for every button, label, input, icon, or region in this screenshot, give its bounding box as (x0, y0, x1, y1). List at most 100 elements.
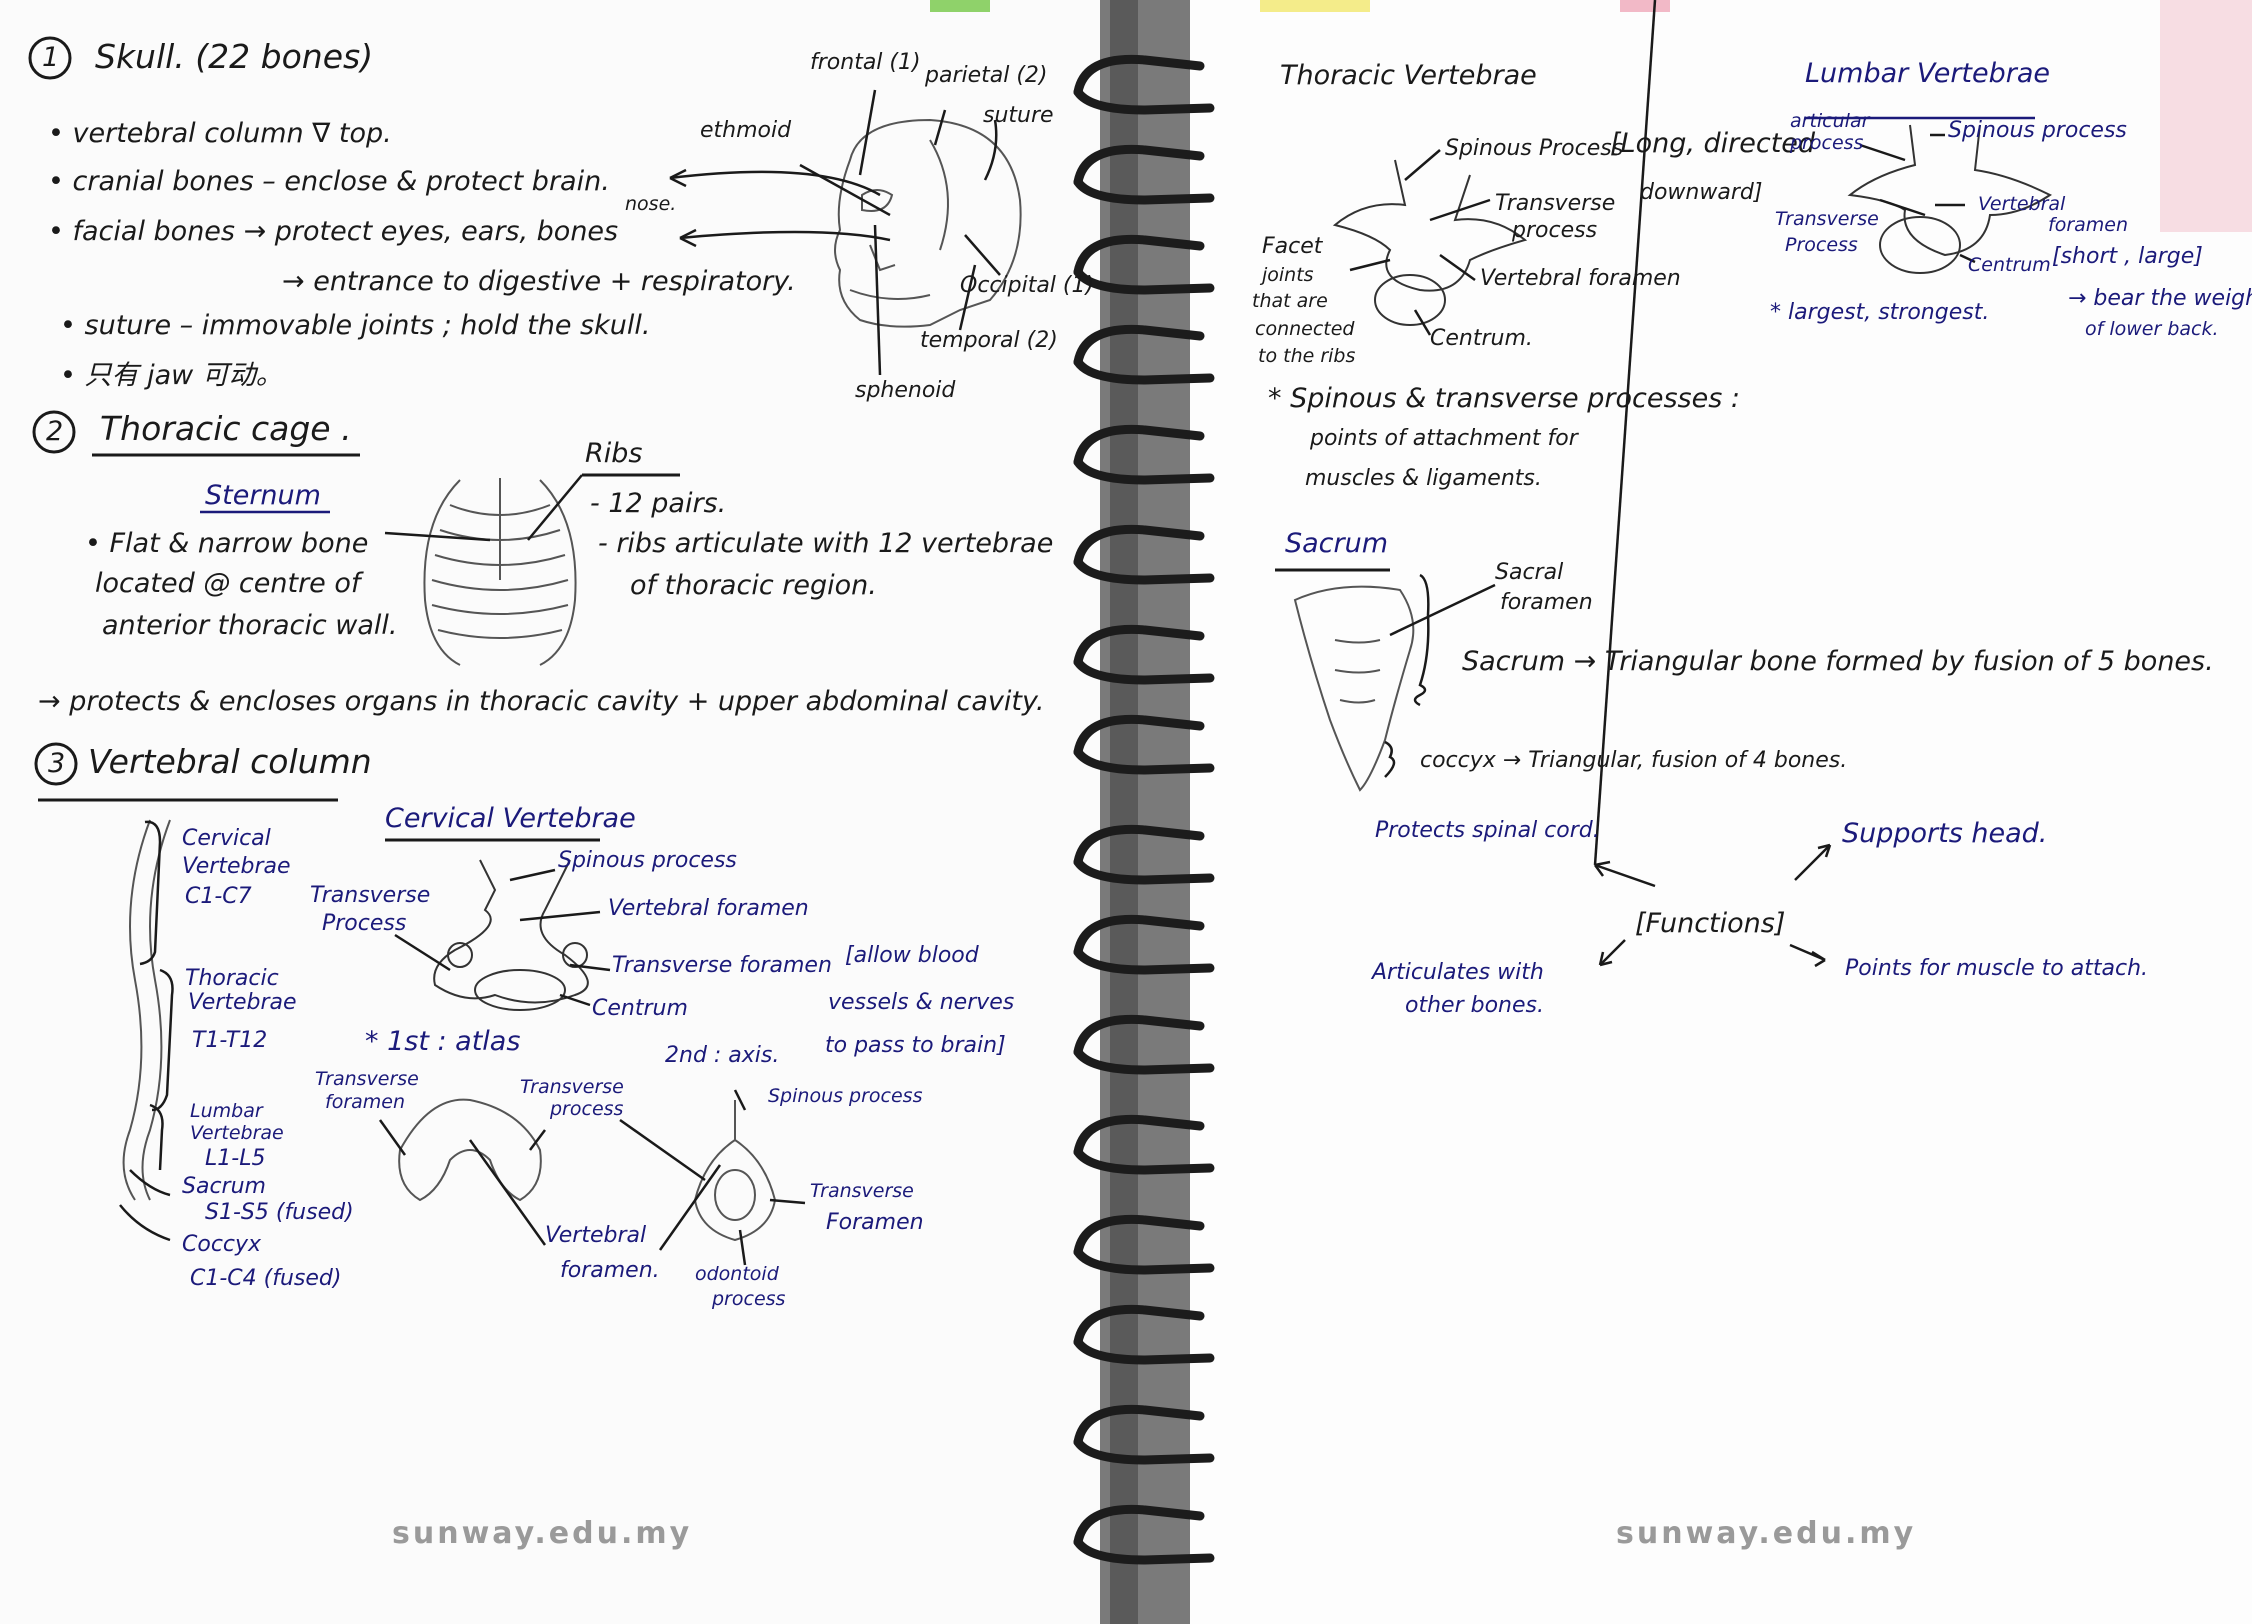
function-points: Points for muscle to attach. (1845, 956, 2149, 981)
sternum-line-3: anterior thoracic wall. (102, 610, 398, 641)
coccyx-definition: coccyx → Triangular, fusion of 4 bones. (1420, 748, 1848, 773)
sternum-line-1: • Flat & narrow bone (85, 528, 369, 559)
axis-transverse-foramen-1: Transverse (810, 1180, 914, 1202)
sternum-line-2: located @ centre of (95, 568, 361, 599)
cv-note-2: vessels & nerves (828, 990, 1015, 1015)
tv-spinous-note: [Long, directed (1610, 128, 1816, 159)
ribs-heading: Ribs (585, 438, 643, 469)
function-supports: Supports head. (1842, 818, 2048, 849)
tv-spinous-process: Spinous Process (1445, 136, 1624, 161)
label-sacrum-2: S1-S5 (fused) (205, 1200, 354, 1225)
ribs-line-1: - 12 pairs. (590, 488, 727, 519)
label-ethmoid: ethmoid (700, 118, 792, 143)
pink-sticky-note (2160, 0, 2252, 232)
left-page-watermark: sunway.edu.my (392, 1516, 693, 1551)
atlas-heading: * 1st : atlas (365, 1026, 521, 1057)
skull-bullet-4: • suture – immovable joints ; hold the s… (60, 310, 651, 341)
skull-bullet-3-continued: → entrance to digestive + respiratory. (282, 266, 796, 297)
section-1-circle (28, 36, 72, 80)
function-protects: Protects spinal cord. (1375, 818, 1600, 843)
left-notebook-page (0, 0, 1110, 1624)
skull-bullet-3-insert: nose. (625, 193, 677, 215)
cv-spinous-process: Spinous process (558, 848, 737, 873)
lv-vertebral-2: foramen (2048, 214, 2129, 236)
tv-vertebral-foramen: Vertebral foramen (1480, 266, 1681, 291)
axis-sketch (693, 1100, 777, 1242)
atlas-transverse-process-1: Transverse (520, 1076, 624, 1098)
lv-largest-note: * largest, strongest. (1770, 300, 1990, 325)
label-coccyx: Coccyx (182, 1232, 262, 1257)
cv-vertebral-foramen: Vertebral foramen (608, 896, 809, 921)
label-thoracic-3: T1-T12 (192, 1028, 268, 1053)
axis-spinous-process: Spinous process (768, 1085, 923, 1107)
atlas-vertebral-foramen-1: Vertebral (545, 1223, 647, 1248)
function-articulates-2: other bones. (1405, 993, 1544, 1018)
tv-transverse-1: Transverse (1495, 191, 1616, 216)
rib-cage-sketch (423, 478, 577, 666)
label-temporal: temporal (2) (920, 328, 1058, 353)
section-3-number: 3 (48, 748, 66, 779)
ribs-line-2: - ribs articulate with 12 vertebrae (598, 528, 1054, 559)
yellow-page-tab (1260, 0, 1370, 12)
vertebral-column-title: Vertebral column (88, 742, 372, 781)
lv-transverse-1: Transverse (1775, 208, 1879, 230)
label-cervical: Cervical (182, 826, 271, 851)
ribs-line-3: of thoracic region. (630, 570, 877, 601)
thoracic-vertebra-sketch (1332, 159, 1528, 326)
section-1-number: 1 (42, 42, 60, 73)
tv-facet-3: that are (1252, 290, 1328, 312)
section-2-circle (32, 410, 76, 454)
thoracic-cage-title: Thoracic cage . (100, 409, 352, 448)
lumbar-vertebra-sketch (1847, 124, 2052, 274)
sacral-foramen-2: foramen (1500, 590, 1593, 615)
spiral-binding (1073, 54, 1215, 1565)
cv-transverse-2: Process (322, 911, 407, 936)
label-suture: suture (983, 103, 1054, 128)
skull-bullet-5: • 只有 jaw 可动。 (60, 360, 283, 391)
tv-note-3: muscles & ligaments. (1305, 466, 1542, 491)
label-cervical-2: Vertebrae (182, 854, 291, 879)
cv-centrum: Centrum (592, 996, 688, 1021)
tv-facet-4: connected (1255, 318, 1355, 340)
label-thoracic: Thoracic (185, 966, 279, 991)
section-3-circle (34, 742, 78, 786)
label-lumbar: Lumbar (190, 1100, 263, 1122)
label-sphenoid: sphenoid (855, 378, 956, 403)
label-parietal: parietal (2) (925, 63, 1048, 88)
atlas-vertebral-foramen-2: foramen. (560, 1258, 660, 1283)
sacrum-title: Sacrum (1285, 528, 1389, 559)
label-frontal: frontal (1) (810, 50, 921, 75)
cv-note-3: to pass to brain] (825, 1033, 1006, 1058)
lv-bear-weight-2: of lower back. (2085, 318, 2219, 340)
axis-heading: 2nd : axis. (665, 1043, 780, 1068)
tv-centrum: Centrum. (1430, 326, 1533, 351)
section-2-number: 2 (46, 416, 64, 447)
odontoid-process-2: process (712, 1288, 786, 1310)
label-lumbar-3: L1-L5 (205, 1146, 266, 1171)
skull-bullet-2: • cranial bones – enclose & protect brai… (48, 166, 610, 197)
tv-transverse-2: process (1512, 218, 1598, 243)
tv-facet-5: to the ribs (1258, 345, 1356, 367)
lv-bear-weight-1: → bear the weight (2068, 286, 2252, 311)
cervical-vertebrae-title: Cervical Vertebrae (385, 803, 636, 834)
tv-note-1: * Spinous & transverse processes : (1268, 383, 1740, 414)
odontoid-process-1: odontoid (695, 1263, 779, 1285)
sacral-foramen-1: Sacral (1495, 560, 1564, 585)
green-page-tab (930, 0, 990, 12)
tv-facet-1: Facet (1262, 234, 1323, 259)
cervical-vertebra-sketch (433, 859, 589, 1011)
cv-note-1: [allow blood (845, 943, 979, 968)
label-coccyx-2: C1-C4 (fused) (190, 1266, 342, 1291)
lv-centrum-note: [short , large] (2052, 244, 2203, 269)
lv-articular-2: process (1790, 132, 1864, 154)
thoracic-vertebrae-title: Thoracic Vertebrae (1280, 60, 1537, 91)
cv-transverse-foramen: Transverse foramen (612, 953, 832, 978)
label-lumbar-2: Vertebrae (190, 1122, 284, 1144)
right-page-watermark: sunway.edu.my (1616, 1516, 1917, 1551)
lv-transverse-2: Process (1785, 234, 1858, 256)
axis-transverse-foramen-2: Foramen (826, 1210, 924, 1235)
tv-facet-2: joints (1262, 264, 1314, 286)
lumbar-vertebrae-title: Lumbar Vertebrae (1805, 58, 2051, 89)
cv-transverse-1: Transverse (310, 883, 431, 908)
